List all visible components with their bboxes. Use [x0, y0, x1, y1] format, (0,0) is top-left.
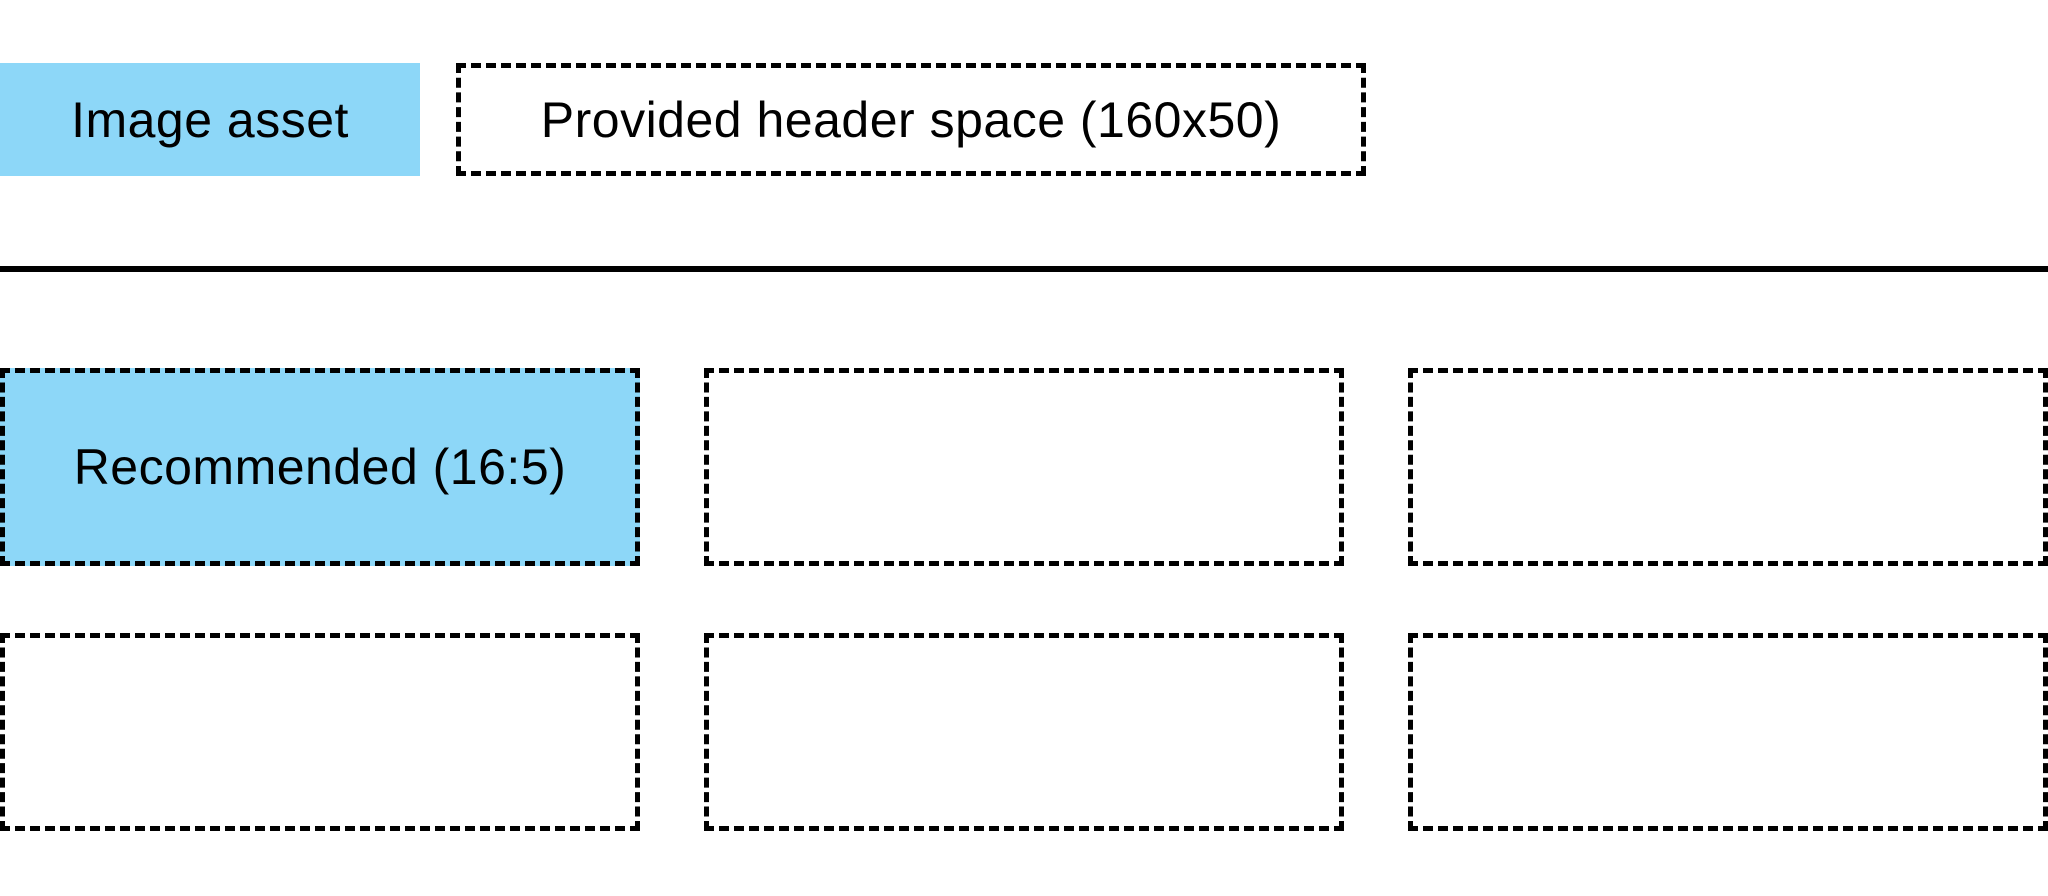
- example-box-recommended: Recommended (16:5): [0, 368, 640, 566]
- image-asset-fill: [704, 633, 1061, 831]
- example-box-partial-width-narrow: [1408, 633, 2048, 831]
- section-divider: [0, 266, 2048, 272]
- image-asset-fill: [704, 384, 1344, 550]
- example-box-partial-width-half: [704, 633, 1344, 831]
- image-asset-fill: [0, 633, 521, 831]
- recommended-label: Recommended (16:5): [73, 439, 567, 495]
- image-asset-fill: [1408, 424, 2048, 510]
- legend-header-space-box: Provided header space (160x50): [456, 63, 1366, 176]
- legend-image-asset-swatch: Image asset: [0, 63, 420, 176]
- example-box-partial-width-wide: [0, 633, 640, 831]
- example-box-full-width-thin-bar: [1408, 368, 2048, 566]
- legend-header-space-label: Provided header space (160x50): [540, 91, 1282, 148]
- example-box-full-width-tall-bar: [704, 368, 1344, 566]
- image-asset-fill: [1408, 633, 1614, 831]
- legend-image-asset-label: Image asset: [71, 91, 349, 148]
